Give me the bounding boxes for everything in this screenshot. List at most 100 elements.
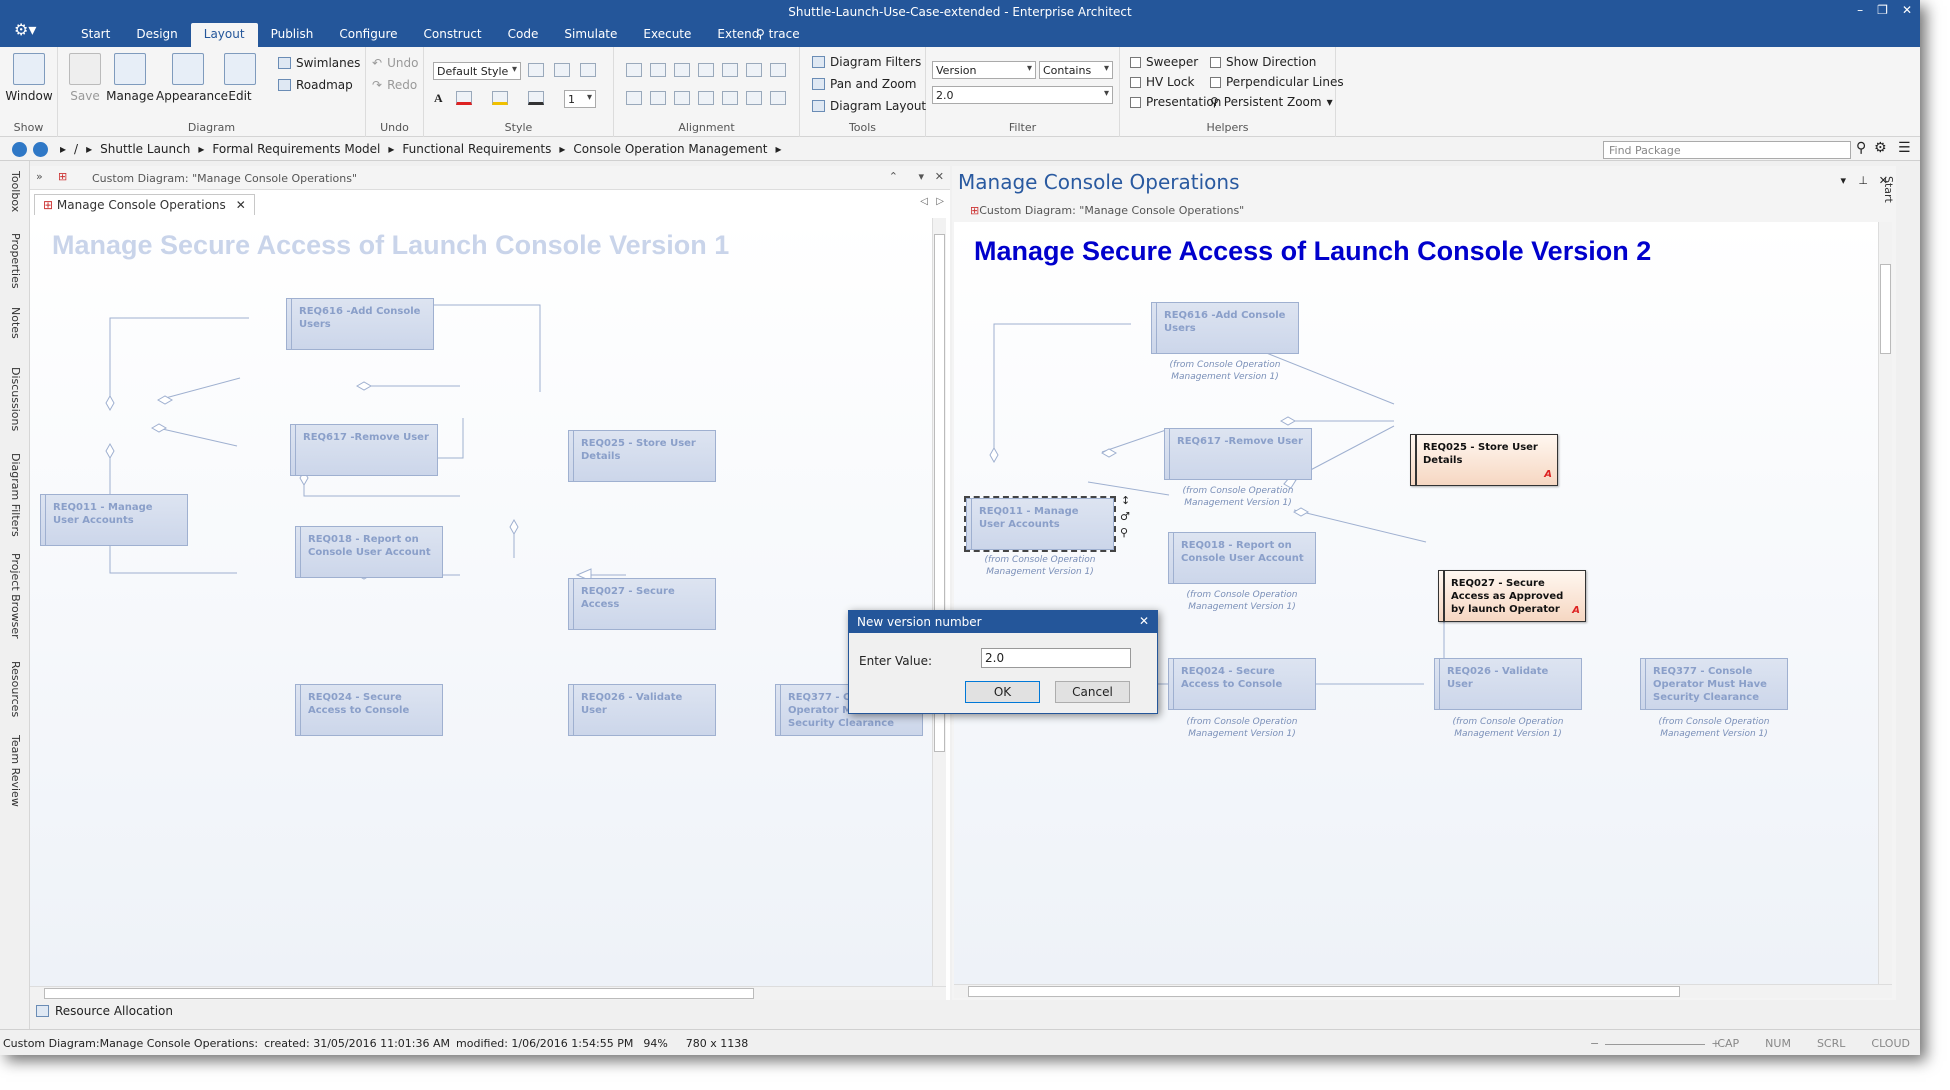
node-req616-v2[interactable]: REQ616 -Add Console Users [1151,302,1299,354]
font-icon[interactable]: A [434,91,443,105]
pin-icon[interactable]: ⊥ [1858,174,1868,187]
right-vertical-scrollbar[interactable] [1878,222,1892,984]
resource-allocation-tab[interactable]: Resource Allocation [36,1004,173,1018]
minimize-icon[interactable]: – [1857,3,1864,17]
node-req617-v1[interactable]: REQ617 -Remove User [290,424,438,476]
dock-tab-notes[interactable]: Notes [9,307,22,339]
options-icon[interactable]: ⚙ [1874,140,1887,156]
bring-front-icon[interactable] [746,63,762,77]
node-req026-v2[interactable]: REQ026 - Validate User [1434,658,1582,710]
left-diagram-canvas[interactable]: Manage Secure Access of Launch Console V… [30,218,932,986]
line-width-stepper[interactable]: 1 [564,90,596,108]
window-button[interactable]: Window [2,53,56,103]
ea-logo-icon[interactable]: ⚙▾ [14,20,37,39]
diagram-layout-button[interactable]: Diagram Layout [812,99,926,113]
breadcrumb-chevron-icon[interactable]: ▸ [775,142,782,156]
node-req011-v1[interactable]: REQ011 - Manage User Accounts [40,494,188,546]
version-value-input[interactable]: 2.0 [981,648,1131,668]
breadcrumb-item[interactable]: Shuttle Launch [100,142,191,156]
node-req018-v1[interactable]: REQ018 - Report on Console User Account [295,526,443,578]
same-height-icon[interactable] [674,91,690,105]
trace-search[interactable]: ⚲ trace [756,27,800,41]
diagram-tab-manage-console[interactable]: ⊞ Manage Console Operations✕ [34,194,255,215]
restore-icon[interactable]: ❐ [1877,3,1888,17]
diagram-filters-button[interactable]: Diagram Filters [812,55,921,69]
line-color-icon[interactable] [528,91,544,105]
format-painter-icon[interactable] [528,63,544,77]
tab-simulate[interactable]: Simulate [564,27,618,41]
dock-tab-start[interactable]: Start [1882,176,1895,203]
pan-zoom-button[interactable]: Pan and Zoom [812,77,916,91]
breadcrumb-item[interactable]: Console Operation Management [573,142,768,156]
style-combo[interactable]: Default Style [433,62,521,80]
align-left-icon[interactable] [626,63,642,77]
dock-tab-project-browser[interactable]: Project Browser [9,553,22,639]
align-middle-icon[interactable] [698,63,714,77]
close-icon[interactable]: ✕ [1901,3,1912,17]
apply-style-icon[interactable] [580,63,596,77]
dock-tab-discussions[interactable]: Discussions [9,367,22,432]
breadcrumb-chevron-icon[interactable]: ▸ [388,142,395,156]
ok-button[interactable]: OK [965,681,1040,703]
tab-construct[interactable]: Construct [423,27,482,41]
align-bottom-icon[interactable] [746,91,762,105]
node-req011-v2[interactable]: REQ011 - Manage User Accounts [964,496,1116,552]
left-vscroll-thumb[interactable] [934,234,945,752]
edit-button[interactable]: Edit [218,53,262,103]
font-color-icon[interactable] [456,91,472,105]
dock-tab-toolbox[interactable]: Toolbox [9,171,22,213]
collapse-icon[interactable]: ⌃ [888,170,898,183]
persistent-zoom-button[interactable]: ⚲Persistent Zoom▾ [1210,95,1333,109]
tab-execute[interactable]: Execute [643,27,692,41]
pane-menu-icon[interactable]: ▾ [1840,174,1846,187]
right-vscroll-thumb[interactable] [1880,264,1891,354]
send-back-icon[interactable] [770,63,786,77]
pane-menu-icon[interactable]: ▾ [918,170,924,183]
filter-operator-select[interactable]: Contains [1039,61,1113,79]
zoom-slider[interactable]: −+ [1590,1037,1721,1050]
grid-icon[interactable] [770,91,786,105]
perpendicular-checkbox[interactable]: Perpendicular Lines [1210,75,1344,89]
breadcrumb-item[interactable]: Functional Requirements [402,142,552,156]
align-top-icon[interactable] [674,63,690,77]
tab-configure[interactable]: Configure [339,27,398,41]
node-req018-v2[interactable]: REQ018 - Report on Console User Account [1168,532,1316,584]
search-icon[interactable]: ⚲ [1856,140,1867,156]
presentation-checkbox[interactable]: Presentation [1130,95,1221,109]
show-direction-checkbox[interactable]: Show Direction [1210,55,1316,69]
back-icon[interactable] [12,142,27,157]
tab-start[interactable]: Start [81,27,111,41]
close-pane-icon[interactable]: ✕ [934,170,944,183]
right-hscroll-thumb[interactable] [968,986,1680,997]
right-diagram-canvas[interactable]: Manage Secure Access of Launch Console V… [954,222,1878,984]
dock-tab-diagram-filters[interactable]: Diagram Filters [9,453,22,537]
tab-extend[interactable]: Extend [717,27,760,41]
node-req027-v1[interactable]: REQ027 - Secure Access [568,578,716,630]
breadcrumb-chevron-icon[interactable]: ▸ [559,142,566,156]
roadmap-button[interactable]: Roadmap [278,78,353,92]
node-req377-v2[interactable]: REQ377 - Console Operator Must Have Secu… [1640,658,1788,710]
node-req025-v1[interactable]: REQ025 - Store User Details [568,430,716,482]
sweeper-checkbox[interactable]: Sweeper [1130,55,1198,69]
distribute-v-icon[interactable] [698,91,714,105]
tab-publish[interactable]: Publish [270,27,314,41]
align-right-icon[interactable] [722,63,738,77]
tab-layout[interactable]: Layout [190,23,258,47]
distribute-h-icon[interactable] [722,91,738,105]
node-req026-v1[interactable]: REQ026 - Validate User [568,684,716,736]
cancel-button[interactable]: Cancel [1055,681,1130,703]
node-req027-v2[interactable]: REQ027 - Secure Access as Approved by la… [1438,570,1586,622]
fill-color-icon[interactable] [492,91,508,105]
resize-arrow-icon[interactable]: ↕ [1121,494,1131,507]
find-package-input[interactable]: Find Package [1603,141,1851,159]
close-icon[interactable]: ✕ [1138,614,1149,628]
link-handle-icon[interactable]: ♂ [1120,510,1130,523]
space-evenly-icon[interactable] [626,91,642,105]
tab-scroll-left-icon[interactable]: ◁ [920,196,928,207]
forward-icon[interactable] [33,142,48,157]
close-tab-icon[interactable]: ✕ [235,198,246,212]
left-horizontal-scrollbar[interactable] [30,986,946,1000]
left-hscroll-thumb[interactable] [44,988,754,999]
appearance-button[interactable]: Appearance [156,53,228,103]
